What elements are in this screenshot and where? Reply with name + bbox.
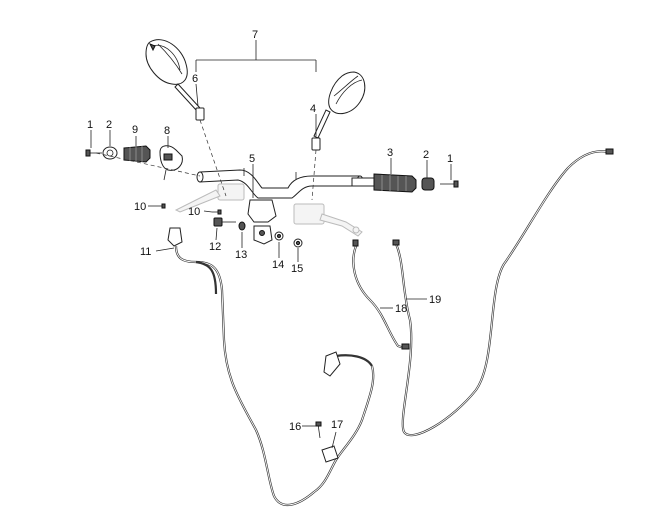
callout-16: 16: [289, 421, 301, 433]
left-grip: [123, 145, 151, 163]
nut-15: [293, 238, 303, 248]
callout-9: 9: [132, 124, 138, 136]
callout-18: 18: [395, 303, 407, 315]
left-switch-housing: [159, 145, 183, 181]
callout-1: 1: [87, 119, 93, 131]
cable-11: [167, 227, 375, 507]
callout-8: 8: [164, 125, 170, 137]
callout-10b: 10: [188, 206, 200, 218]
right-bolt: [440, 180, 459, 188]
left-bolt: [85, 149, 102, 157]
callout-6: 6: [192, 73, 198, 85]
left-bar-end-weight: [102, 146, 118, 160]
left-mirror: [145, 39, 227, 197]
washer-13: [238, 221, 246, 231]
right-mirror: [311, 71, 366, 201]
callouts: 1 2 9 8 6 7 4 5 3 2 1 10 10 11 12 13 14 …: [87, 29, 453, 433]
callout-13: 13: [235, 249, 247, 261]
callout-7: 7: [252, 29, 258, 41]
callout-17: 17: [331, 419, 343, 431]
callout-1b: 1: [447, 153, 453, 165]
handlebar-clamp: [247, 199, 277, 245]
right-bar-end-weight: [421, 177, 435, 191]
callout-15: 15: [291, 263, 303, 275]
bolt-12: [213, 217, 236, 227]
callout-2b: 2: [423, 149, 429, 161]
right-brake-lever-ghost: [293, 203, 363, 237]
callout-19: 19: [429, 294, 441, 306]
leader-lines: [90, 40, 452, 449]
callout-2: 2: [106, 119, 112, 131]
washer-14: [274, 231, 284, 241]
left-brake-lever-ghost: [174, 183, 245, 213]
callout-14: 14: [272, 259, 284, 271]
screw-10-center: [212, 209, 222, 215]
callout-5: 5: [249, 153, 255, 165]
throttle-grip: [351, 173, 417, 193]
callout-4: 4: [310, 103, 316, 115]
callout-11: 11: [140, 246, 151, 258]
screw-10-left: [152, 203, 166, 209]
callout-10a: 10: [134, 201, 146, 213]
cable-18: [352, 239, 410, 350]
callout-12: 12: [209, 241, 221, 253]
cable-19: [392, 148, 614, 437]
callout-3: 3: [387, 147, 393, 159]
